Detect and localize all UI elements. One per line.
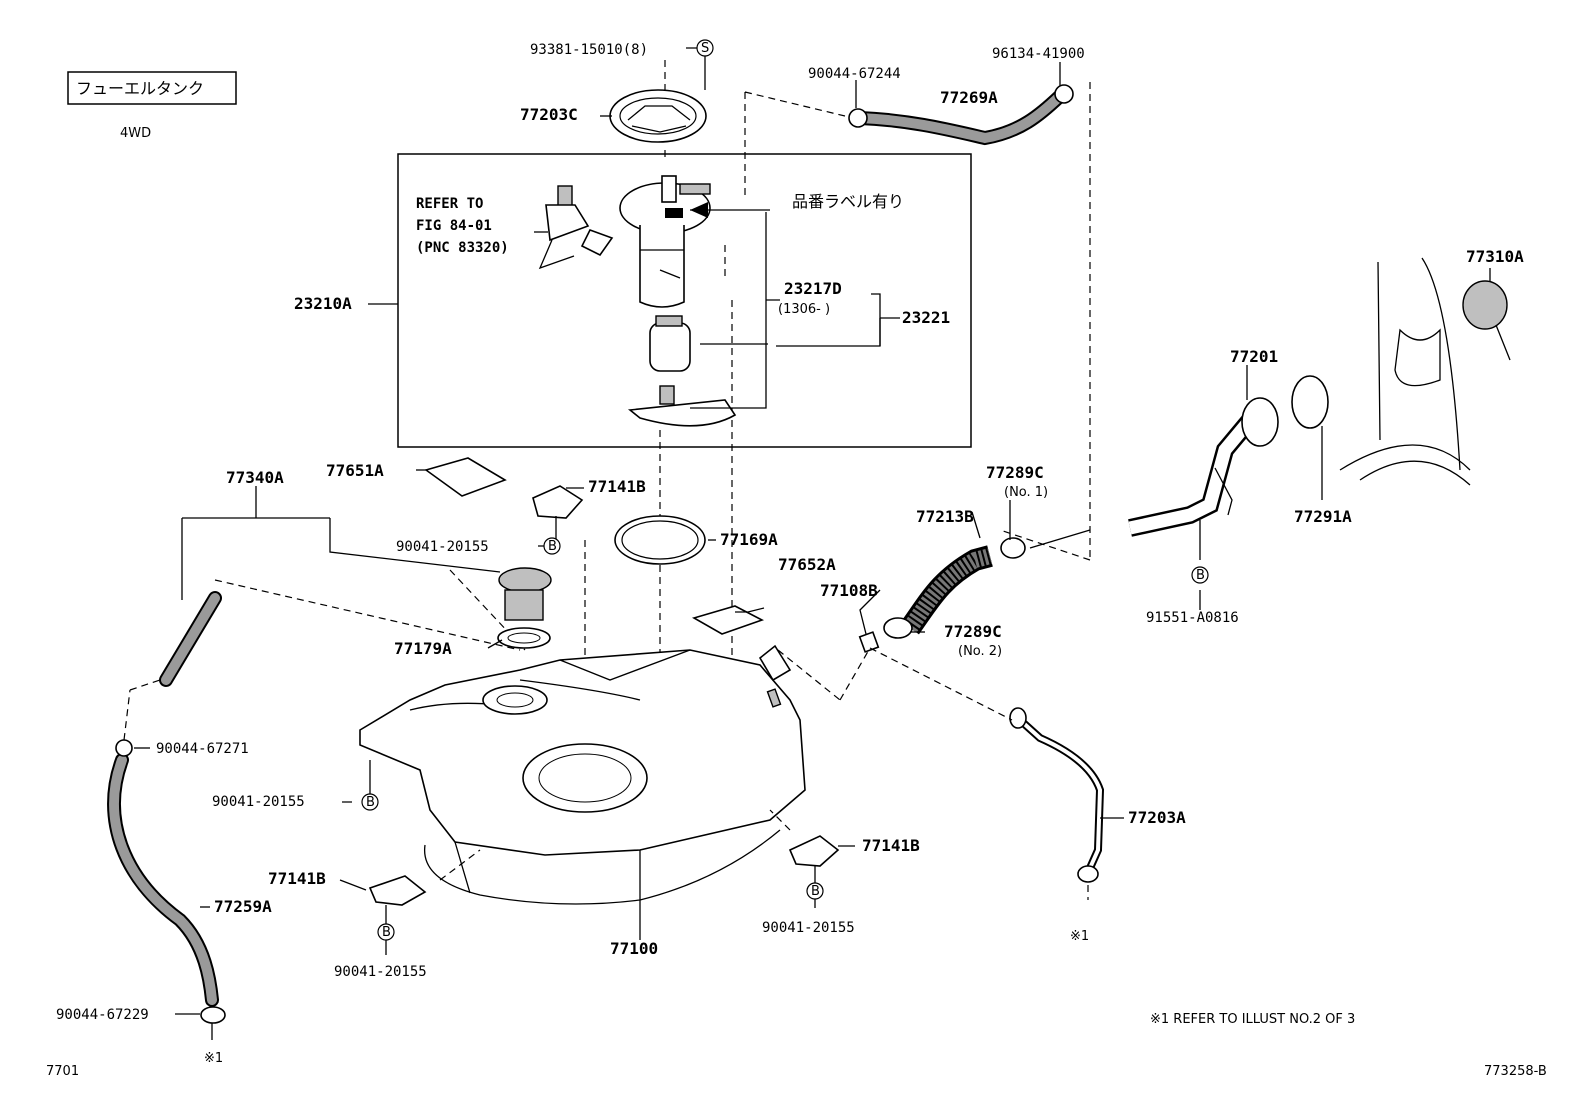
label-23221: 23221 xyxy=(902,308,950,327)
circle-b-text-2: B xyxy=(1196,568,1205,583)
title-text: フューエルタンク xyxy=(76,79,204,98)
ref-mark-right: ※1 xyxy=(1070,929,1089,944)
label-77141b-left: 77141B xyxy=(268,869,326,888)
leader-77340a xyxy=(181,486,501,600)
circle-b-text-5: B xyxy=(811,884,820,899)
label-77310a: 77310A xyxy=(1466,247,1524,266)
clamp-77289c-no1 xyxy=(1000,537,1026,559)
gasket-77169a xyxy=(614,515,706,565)
label-77213b: 77213B xyxy=(916,507,974,526)
protector-77141b-top xyxy=(532,485,584,519)
label-77269a: 77269A xyxy=(940,88,998,107)
filler-gasket-77291a xyxy=(1291,375,1329,429)
label-77203a: 77203A xyxy=(1128,808,1186,827)
label-96134-41900: 96134-41900 xyxy=(992,46,1085,62)
label-23217d-note: (1306‐ ) xyxy=(778,302,830,317)
label-77203c: 77203C xyxy=(520,105,578,124)
breather-hose-77340a xyxy=(159,591,222,687)
hose-77259a xyxy=(107,739,226,1024)
circle-b-text-1: B xyxy=(548,539,557,554)
label-77289c-no1: 77289C xyxy=(986,463,1044,482)
label-90044-67244: 90044-67244 xyxy=(808,66,901,82)
body-panel-outline xyxy=(1339,257,1471,486)
centre-line-fuel-hose xyxy=(744,82,1091,561)
fuel-filler-pipe xyxy=(1128,397,1279,537)
label-90041-bottom: 90041-20155 xyxy=(334,964,427,980)
circle-b-text-3: B xyxy=(366,795,375,810)
label-77652a: 77652A xyxy=(778,555,836,574)
protector-77141b-right xyxy=(788,835,840,867)
label-23217d: 23217D xyxy=(784,279,842,298)
fuel-tank-77100 xyxy=(359,644,806,905)
centre-line-pump xyxy=(659,60,666,760)
clamp-77108b xyxy=(858,631,880,653)
ref-mark-bottom: ※1 xyxy=(204,1051,223,1066)
label-77340a: 77340A xyxy=(226,468,284,487)
vent-valve xyxy=(497,567,552,649)
label-23210a: 23210A xyxy=(294,294,352,313)
label-77289c-no2-note: (No. 2) xyxy=(958,644,1002,659)
label-77201: 77201 xyxy=(1230,347,1278,366)
hose-77269a xyxy=(848,84,1074,146)
label-77108b: 77108B xyxy=(820,581,878,600)
label-77651a: 77651A xyxy=(326,461,384,480)
hose-77213b xyxy=(901,545,993,635)
label-77259a: 77259A xyxy=(214,897,272,916)
protector-77141b-left xyxy=(368,875,427,906)
fuel-pump-module xyxy=(619,175,737,427)
fuel-cap-77310a xyxy=(1462,280,1508,330)
clamp-77289c-no2 xyxy=(883,617,913,639)
fuel-sender-unit xyxy=(538,185,614,270)
label-77169a: 77169A xyxy=(720,530,778,549)
fuel-pump-assembly-box xyxy=(397,153,972,448)
bracket-23217d xyxy=(690,212,900,409)
label-77141b-right: 77141B xyxy=(862,836,920,855)
title-box xyxy=(67,71,237,105)
refer-line-1: REFER TO xyxy=(416,196,483,212)
label-arrow-head xyxy=(690,202,708,218)
footnote: ※1 REFER TO ILLUST NO.2 OF 3 xyxy=(1150,1012,1355,1027)
label-91551: 91551-A0816 xyxy=(1146,610,1239,626)
refer-line-2: FIG 84-01 xyxy=(416,218,492,234)
circle-b-text-4: B xyxy=(382,925,391,940)
circle-s-text: S xyxy=(701,41,709,56)
label-77289c-no1-note: (No. 1) xyxy=(1004,485,1048,500)
label-77100: 77100 xyxy=(610,939,658,958)
label-77289c-no2: 77289C xyxy=(944,622,1002,641)
illustration-number: 773258-B xyxy=(1484,1064,1547,1079)
label-90044-67229: 90044-67229 xyxy=(56,1007,149,1023)
fuel-line-77203a xyxy=(1009,707,1105,883)
refer-line-3: (PNC 83320) xyxy=(416,240,509,256)
label-90041-left: 90041-20155 xyxy=(212,794,305,810)
label-90041-top: 90041-20155 xyxy=(396,539,489,555)
label-77291a: 77291A xyxy=(1294,507,1352,526)
label-77141b-top: 77141B xyxy=(588,477,646,496)
label-90044-67271: 90044-67271 xyxy=(156,741,249,757)
variant-label: 4WD xyxy=(120,126,151,141)
pad-77652a xyxy=(691,605,765,635)
retainer-ring-77203c xyxy=(609,89,707,143)
label-90041-right: 90041-20155 xyxy=(762,920,855,936)
label-77179a: 77179A xyxy=(394,639,452,658)
circle-b-markers xyxy=(361,537,1209,941)
figure-number: 7701 xyxy=(46,1064,79,1079)
pad-77651a xyxy=(424,457,507,497)
part-label-note: 品番ラベル有り xyxy=(792,192,904,211)
label-93381: 93381-15010(8) xyxy=(530,42,648,58)
